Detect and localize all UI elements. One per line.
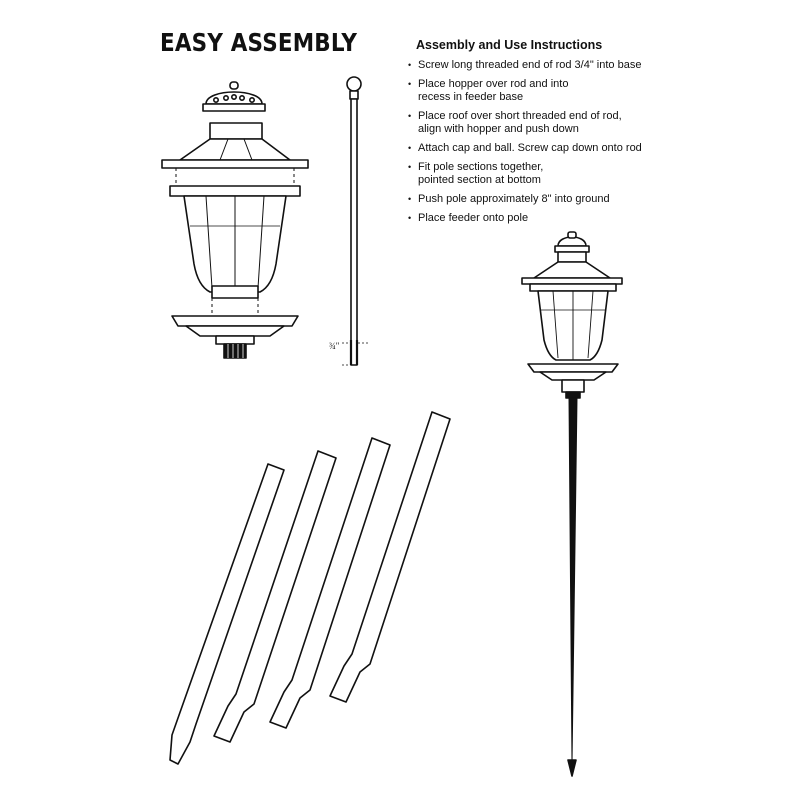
instruction-step: Attach cap and ball. Screw cap down onto… — [408, 142, 658, 155]
page-title: EASY ASSEMBLY — [160, 28, 358, 57]
pole-section — [213, 450, 337, 743]
instructions-list: Screw long threaded end of rod 3/4" into… — [408, 59, 658, 225]
feeder-roof — [161, 122, 309, 169]
pole-section — [269, 437, 391, 729]
instruction-step: Screw long threaded end of rod 3/4" into… — [408, 59, 658, 72]
assembled-feeder — [521, 231, 623, 777]
instruction-step: Place roof over short threaded end of ro… — [408, 110, 658, 136]
instruction-step: Place feeder onto pole — [408, 212, 658, 225]
threaded-rod: ¾" — [329, 76, 370, 366]
rod-thread-length-label: ¾" — [329, 341, 340, 351]
instruction-step: Push pole approximately 8" into ground — [408, 193, 658, 206]
pole-section-pointed — [169, 463, 285, 765]
feeder-base — [171, 315, 299, 359]
feeder-hopper — [169, 185, 301, 299]
exploded-feeder-diagram — [161, 81, 309, 359]
assembled-pole — [568, 397, 578, 765]
feeder-cap — [202, 81, 266, 112]
instruction-step: Fit pole sections together,pointed secti… — [408, 161, 658, 187]
instructions-heading: Assembly and Use Instructions — [416, 38, 603, 52]
pole-section — [329, 411, 451, 703]
pole-sections — [169, 411, 451, 765]
instructions-panel: Assembly and Use Instructions Screw long… — [408, 38, 658, 231]
